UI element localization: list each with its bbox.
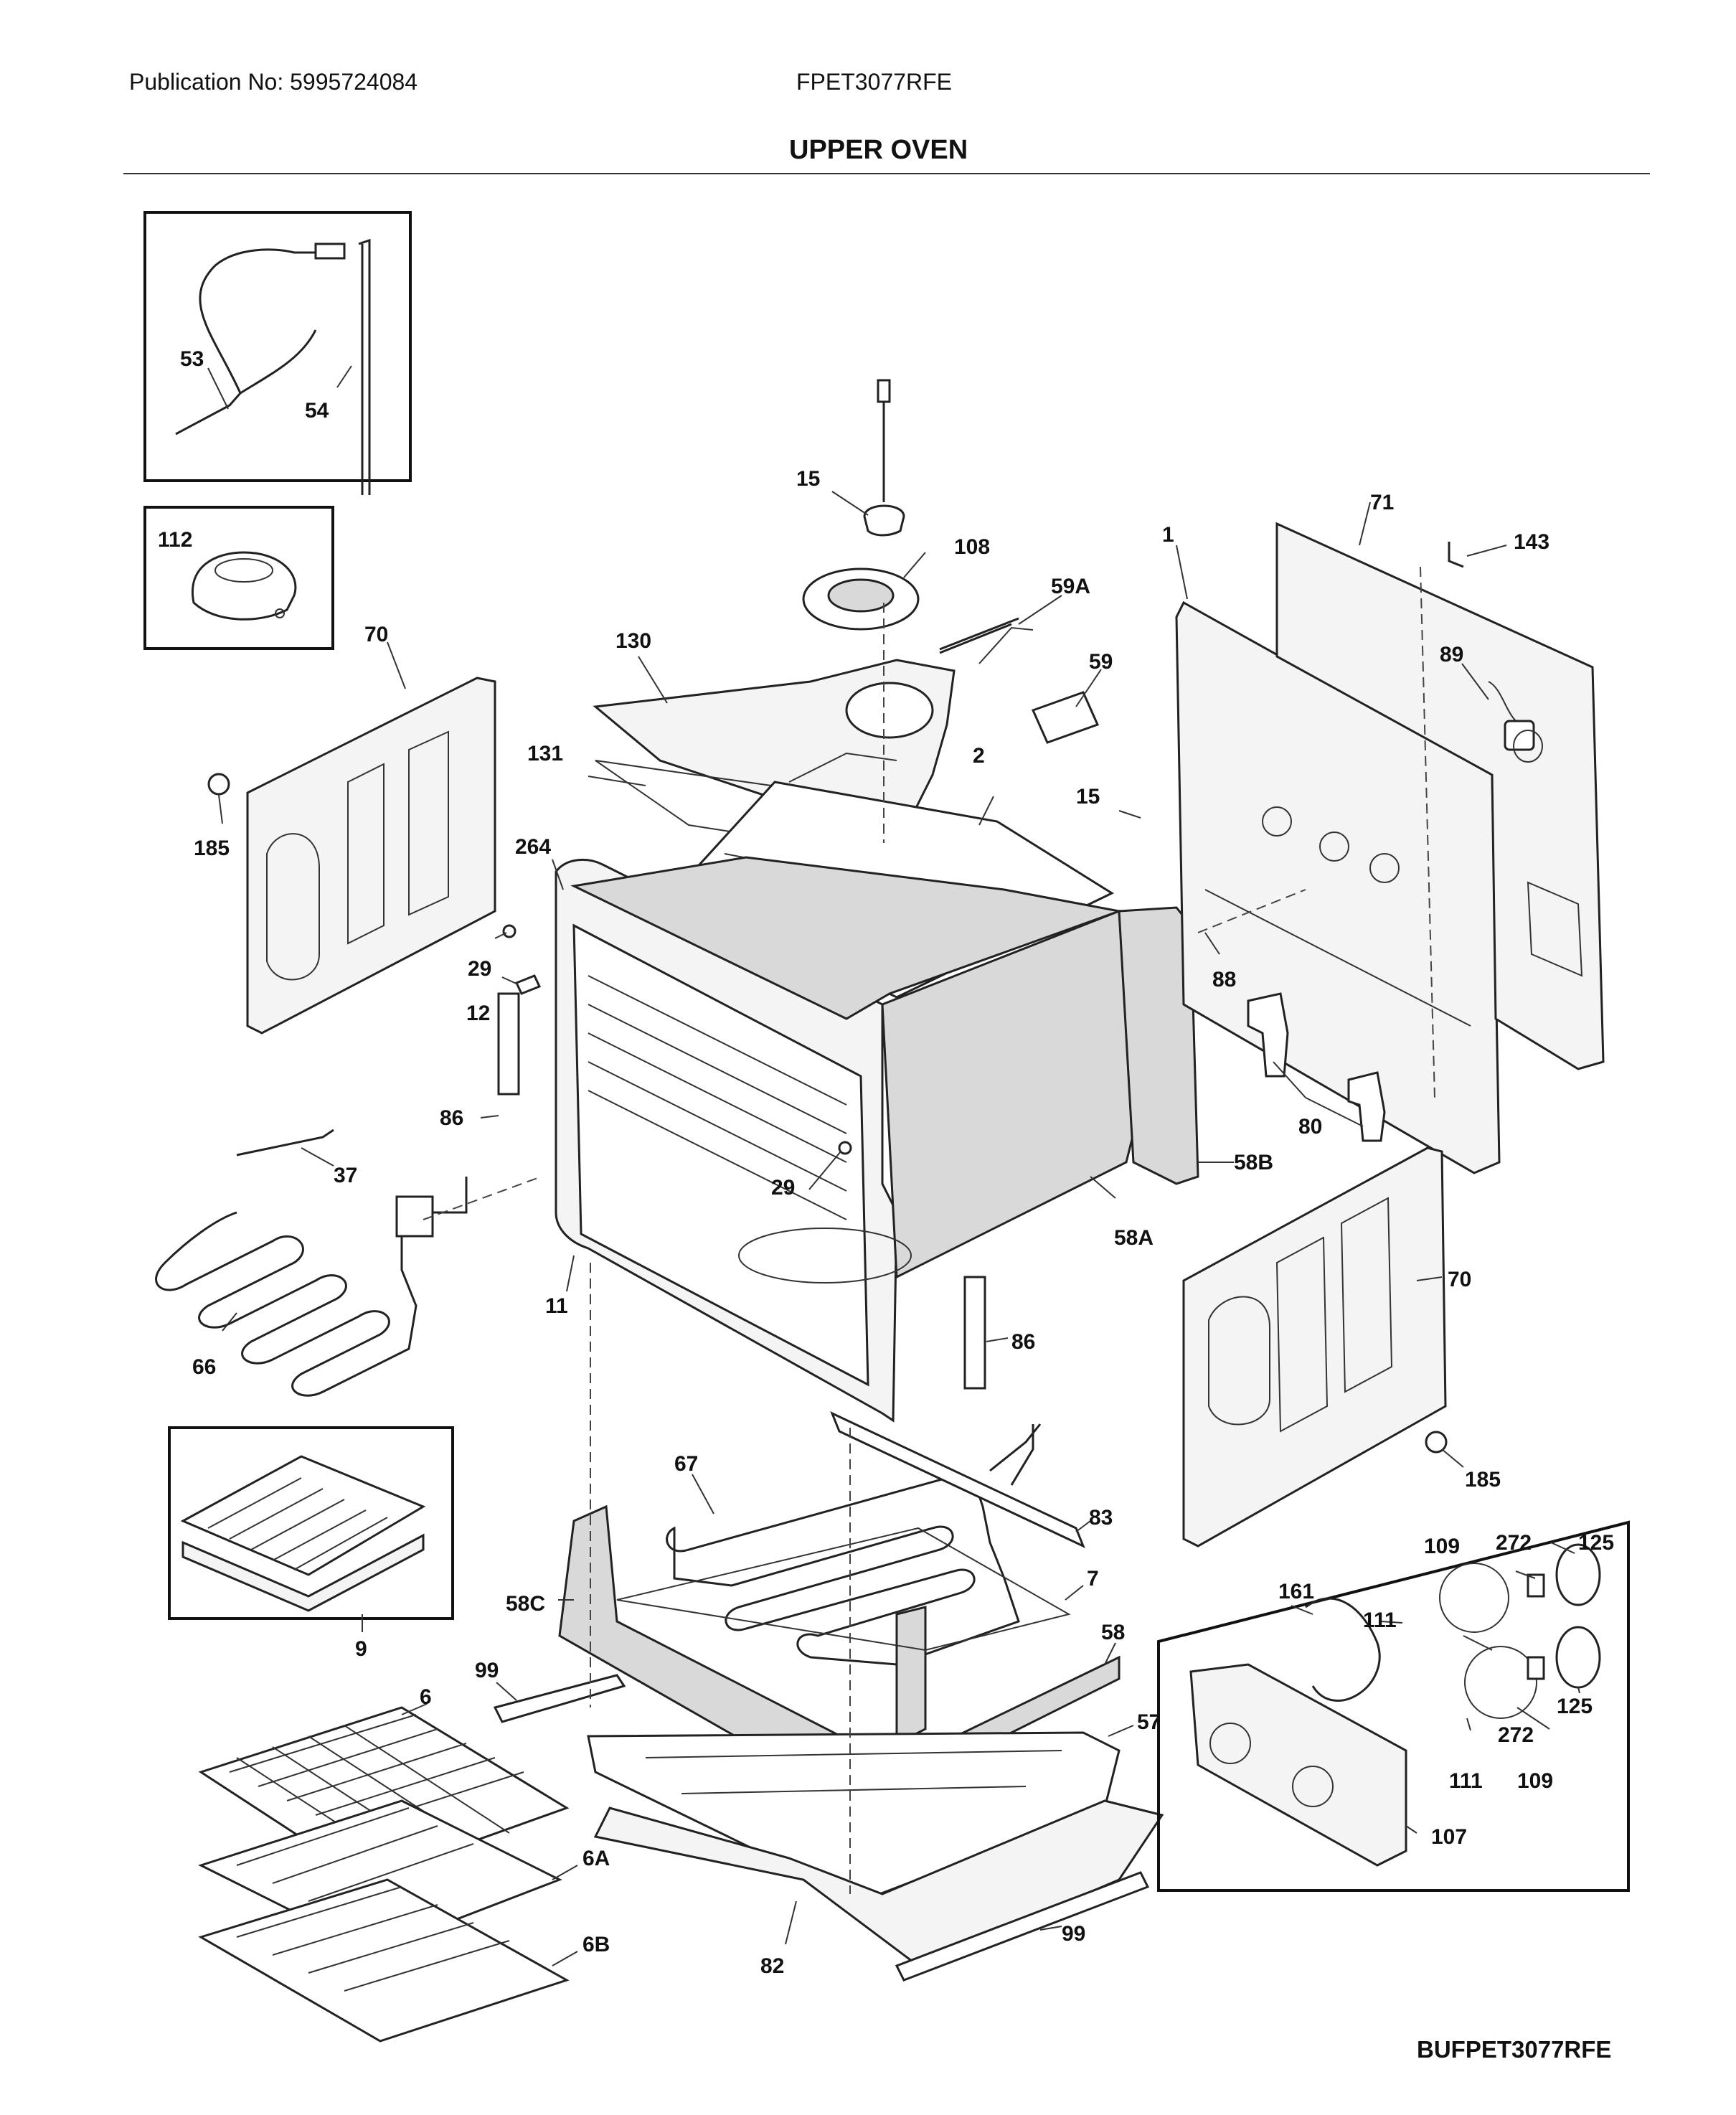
callout-131: 131 <box>527 742 563 766</box>
callout-58: 58 <box>1101 1621 1125 1644</box>
leader-lines <box>207 365 1580 1966</box>
callout-272-bottom: 272 <box>1498 1723 1534 1747</box>
inset-box-sensor <box>143 211 412 495</box>
rail-99-bottom <box>895 1871 1150 1982</box>
callout-86-left: 86 <box>440 1106 463 1130</box>
bottom-tray-82 <box>593 1799 1164 1967</box>
inset-box-thermostat <box>143 506 334 650</box>
callout-130: 130 <box>615 629 651 653</box>
callout-59: 59 <box>1089 650 1113 674</box>
callout-11: 11 <box>545 1294 568 1318</box>
back-cover-71 <box>1275 522 1605 1070</box>
diagram-code: BUFPET3077RFE <box>1417 2036 1612 2063</box>
callout-6a: 6A <box>582 1847 610 1870</box>
callout-66: 66 <box>192 1355 216 1379</box>
callout-185-right: 185 <box>1465 1468 1501 1492</box>
callout-99-bottom: 99 <box>1062 1922 1085 1946</box>
callout-111-top: 111 <box>1363 1608 1397 1632</box>
callout-125-top: 125 <box>1578 1531 1614 1555</box>
callout-272-top: 272 <box>1496 1531 1532 1555</box>
screw-29-lower <box>838 1141 852 1155</box>
callout-109-bottom: 109 <box>1517 1769 1553 1793</box>
brackets-80 <box>1247 992 1386 1142</box>
component-89 <box>1488 681 1543 763</box>
callout-54: 54 <box>305 399 329 423</box>
callout-53: 53 <box>180 347 204 371</box>
part-12 <box>514 974 542 995</box>
callout-15-mid: 15 <box>1076 785 1100 809</box>
bracket-83 <box>830 1411 1085 1548</box>
bracket-143 <box>1448 542 1464 568</box>
callout-71: 71 <box>1370 491 1394 514</box>
page-title: UPPER OVEN <box>789 135 968 165</box>
left-side-panel <box>207 677 496 1035</box>
callout-15-top: 15 <box>796 467 820 491</box>
callout-125-bottom: 125 <box>1557 1695 1593 1718</box>
right-side-panel <box>1182 1146 1448 1548</box>
callout-109-top: 109 <box>1424 1535 1460 1558</box>
callout-67: 67 <box>674 1452 698 1476</box>
callout-58c: 58C <box>506 1592 545 1616</box>
callout-264: 264 <box>515 835 551 859</box>
header-divider <box>123 173 1650 174</box>
rack-6b <box>198 1878 570 2043</box>
callout-108: 108 <box>954 535 990 559</box>
hinge-86-right <box>963 1276 986 1390</box>
publication-number: Publication No: 5995724084 <box>129 69 418 95</box>
callout-112: 112 <box>158 528 192 552</box>
callout-59a: 59A <box>1051 575 1090 598</box>
element-37 <box>236 1129 334 1157</box>
frame-7 <box>616 1527 1071 1652</box>
callout-89: 89 <box>1440 643 1463 666</box>
callout-82: 82 <box>760 1954 784 1978</box>
callout-58a: 58A <box>1114 1226 1154 1250</box>
callout-7: 7 <box>1087 1567 1099 1591</box>
callout-88: 88 <box>1212 968 1236 991</box>
top-fan-assembly <box>802 379 1100 744</box>
screw-29-upper <box>502 924 516 938</box>
inset-box-convection-fan <box>1157 1520 1630 1892</box>
callout-111-bottom: 111 <box>1449 1769 1483 1793</box>
model-number: FPET3077RFE <box>796 69 952 95</box>
callout-83: 83 <box>1089 1506 1113 1530</box>
inset-box-broil-pan <box>168 1426 454 1620</box>
callout-6b: 6B <box>582 1933 610 1956</box>
callout-161: 161 <box>1278 1580 1314 1603</box>
oven-cavity <box>555 856 1199 1423</box>
rail-99-left <box>493 1674 626 1723</box>
callout-2: 2 <box>973 744 985 768</box>
callout-1: 1 <box>1162 523 1174 547</box>
callout-86-right: 86 <box>1011 1330 1035 1354</box>
callout-29-upper: 29 <box>468 957 491 981</box>
rack-6a <box>198 1799 562 1953</box>
callout-labels: 53 54 112 70 185 15 108 59A 59 130 131 2… <box>158 347 1614 1978</box>
callout-37: 37 <box>334 1164 357 1187</box>
callout-70-right: 70 <box>1448 1268 1471 1291</box>
sensor-connector-icon <box>314 242 346 260</box>
callout-143: 143 <box>1514 530 1549 554</box>
callout-57: 57 <box>1137 1710 1161 1734</box>
callout-6: 6 <box>420 1685 432 1709</box>
callout-70-left: 70 <box>364 623 388 646</box>
callout-29-lower: 29 <box>771 1176 795 1200</box>
callout-107: 107 <box>1431 1825 1467 1849</box>
callout-12: 12 <box>466 1002 490 1025</box>
callout-99-left: 99 <box>475 1659 499 1682</box>
callout-58b: 58B <box>1234 1151 1273 1174</box>
callout-185-left: 185 <box>194 837 230 860</box>
callout-9: 9 <box>355 1637 367 1661</box>
callout-80: 80 <box>1298 1115 1322 1139</box>
hinge-86-left <box>497 992 520 1096</box>
